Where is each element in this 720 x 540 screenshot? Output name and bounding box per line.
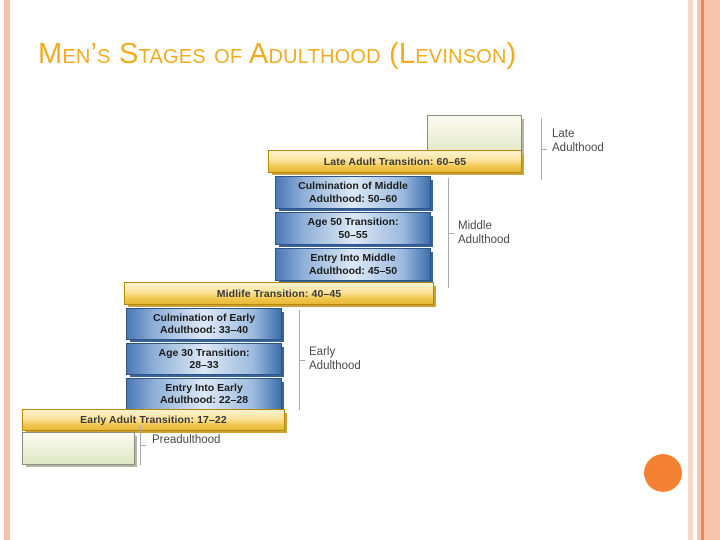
slide-title: Men’s Stages of Adulthood (Levinson) <box>38 38 517 70</box>
left-accent-stripe <box>4 0 10 540</box>
late-adulthood-label: Late Adulthood <box>552 128 604 155</box>
midlife-transition-bar: Midlife Transition: 40–45 <box>124 282 434 305</box>
preadulthood-bracket <box>140 425 146 465</box>
entry-early-adulthood-box: Entry Into Early Adulthood: 22–28 <box>126 378 282 410</box>
preadulthood-label: Preadulthood <box>152 434 221 446</box>
early-adulthood-bracket <box>299 310 305 410</box>
right-accent-stripe-2 <box>697 0 701 540</box>
early-adulthood-label: Early Adulthood <box>309 346 361 373</box>
early-adult-transition-bar: Early Adult Transition: 17–22 <box>22 409 285 431</box>
right-accent-stripe-3 <box>701 0 704 540</box>
late-adulthood-bracket <box>541 118 547 180</box>
orange-circle-decoration <box>644 454 682 492</box>
right-accent-stripe-4 <box>704 0 720 540</box>
culmination-middle-adulthood-box: Culmination of Middle Adulthood: 50–60 <box>275 176 431 209</box>
middle-adulthood-label: Middle Adulthood <box>458 220 510 247</box>
late-adult-transition-bar: Late Adult Transition: 60–65 <box>268 150 522 173</box>
culmination-early-adulthood-box: Culmination of Early Adulthood: 33–40 <box>126 308 282 340</box>
entry-middle-adulthood-box: Entry Into Middle Adulthood: 45–50 <box>275 248 431 281</box>
middle-adulthood-bracket <box>448 178 454 288</box>
right-accent-stripe-1 <box>688 0 693 540</box>
age-50-transition-box: Age 50 Transition: 50–55 <box>275 212 431 245</box>
preadulthood-block <box>22 432 135 465</box>
age-30-transition-box: Age 30 Transition: 28–33 <box>126 343 282 375</box>
